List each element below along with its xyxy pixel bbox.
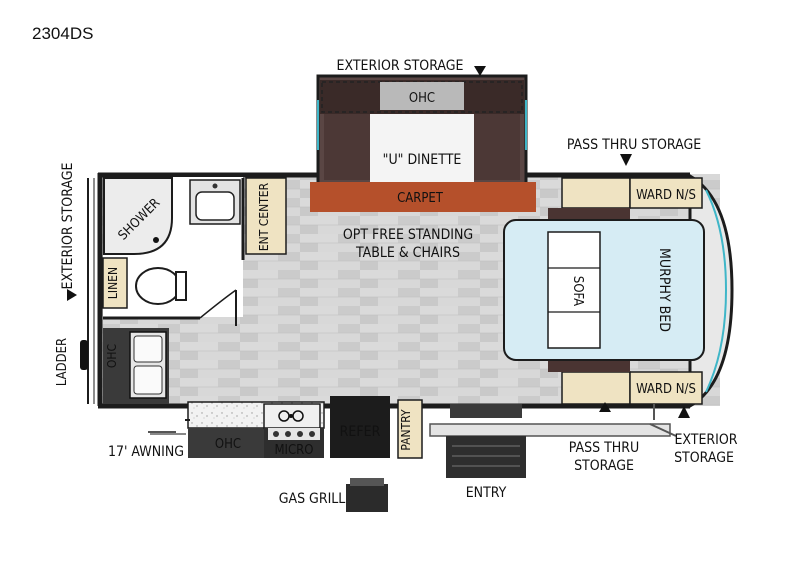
- exterior-storage-left-label: EXTERIOR STORAGE: [60, 162, 76, 289]
- micro-label: MICRO: [274, 443, 313, 458]
- dinette-table: [370, 114, 474, 184]
- exterior-storage-top-label: EXTERIOR STORAGE: [337, 58, 464, 74]
- pass-thru-bottom-line1: PASS THRU: [569, 440, 639, 456]
- gas-grill: [346, 484, 388, 512]
- ladder: [80, 340, 88, 370]
- ward-bottom-label: WARD N/S: [636, 382, 696, 397]
- arrow-down-icon: [620, 154, 632, 166]
- awning-label: 17' AWNING: [108, 444, 184, 460]
- ohc-top-label: OHC: [409, 91, 435, 106]
- faucet-icon: [212, 183, 218, 189]
- arrow-down-icon: [474, 66, 486, 76]
- ent-center: [245, 177, 287, 255]
- dinette-seat-right: [474, 114, 520, 180]
- awning: [429, 423, 671, 437]
- exterior-storage-bottom-line2: STORAGE: [674, 450, 734, 466]
- storage-bottom-right: [561, 371, 631, 405]
- arrow-up-icon: [599, 402, 611, 412]
- model-number: 2304DS: [32, 24, 93, 43]
- sofa-label: SOFA: [570, 276, 585, 306]
- gas-grill-label: GAS GRILL: [279, 491, 346, 507]
- entry-steps: [446, 436, 526, 478]
- toilet-tank: [175, 271, 187, 301]
- shower-drain-icon: [153, 237, 159, 243]
- linen-cabinet: [102, 257, 128, 309]
- murphy-bed: [503, 219, 705, 361]
- front-window: [705, 189, 728, 393]
- pass-thru-storage-top: [561, 177, 631, 209]
- sink-basin-1: [133, 335, 163, 363]
- ohc-left-label: OHC: [105, 344, 119, 368]
- ohc-bottom-label: OHC: [215, 437, 241, 452]
- entry-label: ENTRY: [466, 485, 507, 501]
- arrow-up-icon: [678, 406, 690, 418]
- refer-label: REFER: [340, 424, 381, 440]
- toilet: [135, 267, 181, 305]
- sofa: [547, 231, 601, 349]
- carpet: [310, 182, 536, 212]
- exterior-storage-bottom-line1: EXTERIOR: [674, 432, 737, 448]
- linen-label: LINEN: [106, 267, 120, 299]
- shower: [103, 177, 173, 255]
- opt-table-line2: TABLE & CHAIRS: [355, 245, 460, 261]
- dinette-seat-left: [324, 114, 370, 180]
- entry-door: [450, 404, 522, 418]
- pass-thru-storage-top-label: PASS THRU STORAGE: [567, 137, 701, 153]
- opt-table-line1: OPT FREE STANDING: [343, 227, 473, 243]
- ward-top-label: WARD N/S: [636, 188, 696, 203]
- range-hood: [268, 428, 320, 440]
- murphy-bed-label: MURPHY BED: [656, 248, 672, 332]
- arrow-right-icon: [67, 289, 77, 301]
- bath-door-swing: [199, 289, 237, 319]
- ohc-top-panel: [380, 82, 464, 110]
- carpet-label: CARPET: [397, 191, 444, 206]
- pantry: [397, 399, 423, 459]
- refrigerator: [330, 396, 390, 458]
- pass-thru-bottom-line2: STORAGE: [574, 458, 634, 474]
- sink-basin-2: [133, 365, 163, 395]
- ladder-label: LADDER: [55, 338, 70, 386]
- ward-top: [629, 177, 703, 209]
- u-dinette-label: "U" DINETTE: [383, 152, 462, 168]
- ward-bottom: [629, 371, 703, 405]
- ent-center-label: ENT CENTER: [257, 182, 271, 251]
- pantry-label: PANTRY: [399, 409, 413, 451]
- bath-basin: [195, 191, 235, 221]
